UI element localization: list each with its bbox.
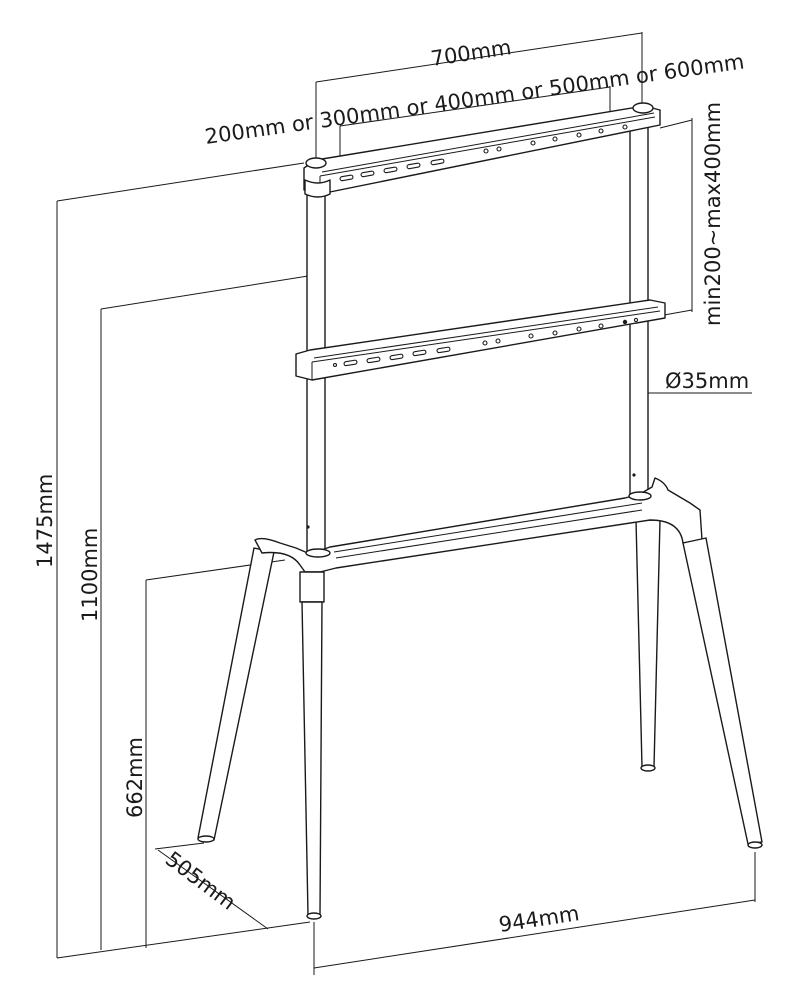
pole-diameter-label: Ø35mm: [665, 369, 749, 393]
dimension-lines: [56, 32, 756, 975]
front-left-leg: [299, 571, 325, 920]
back-left-leg: [197, 547, 275, 843]
mount-height-label: 1100mm: [78, 528, 102, 622]
vesa-vertical-label: min200~max400mm: [701, 102, 725, 326]
base-crossbar: [254, 477, 703, 573]
bracket-slots: [343, 346, 451, 367]
depth-label: 505mm: [161, 847, 240, 915]
frame-height-label: 662mm: [123, 737, 147, 818]
back-right-leg: [635, 519, 661, 772]
footprint-width-label: 944mm: [497, 901, 581, 937]
total-height-label: 1475mm: [33, 474, 57, 568]
front-right-leg: [682, 537, 763, 849]
upper-vesa-bracket: [303, 102, 661, 198]
lower-vesa-bracket: [295, 299, 666, 381]
bracket-width-label: 700mm: [429, 35, 513, 71]
bracket-slots: [339, 158, 445, 182]
